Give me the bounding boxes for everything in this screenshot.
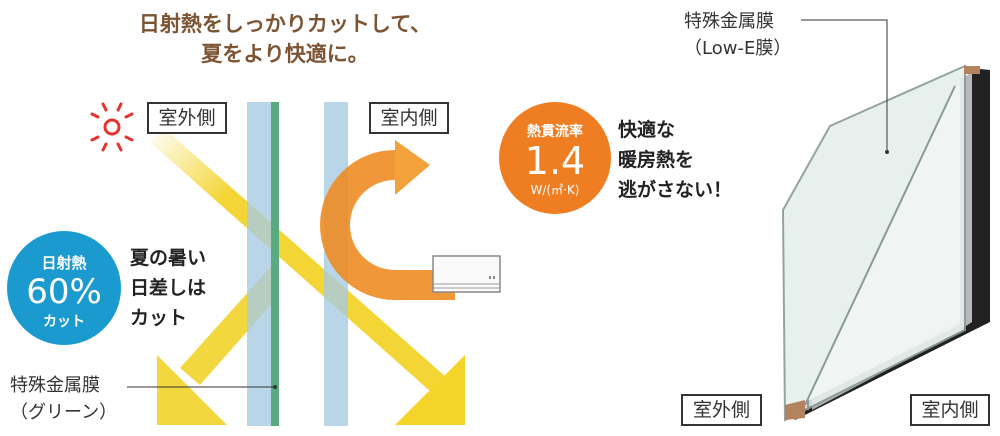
green-film — [271, 102, 279, 426]
caption-line: 快適な — [618, 119, 676, 141]
caption-line: 逃がさない！ — [618, 179, 733, 201]
sun-icon — [90, 102, 134, 152]
outdoor-label-right: 室外側 — [681, 394, 762, 426]
lowe-film-label: 特殊金属膜 （Low-E膜） — [684, 8, 791, 62]
sunlight-arrow — [150, 128, 465, 425]
heating-caption: 快適な 暖房熱を 逃がさない！ — [618, 115, 732, 205]
outdoor-label: 室外側 — [147, 102, 227, 134]
headline-line1: 日射熱をしっかりカットして、 — [138, 12, 432, 36]
label-line: （グリーン） — [10, 402, 118, 423]
badge-value: 1.4 — [524, 139, 586, 183]
indoor-label: 室内側 — [369, 102, 449, 134]
label-line: （Low-E膜） — [684, 38, 792, 59]
double-glazing-illustration — [781, 64, 990, 422]
green-film-label: 特殊金属膜 （グリーン） — [10, 372, 117, 426]
caption-line: 日差しは — [130, 277, 207, 299]
summer-caption: 夏の暑い 日差しは カット — [130, 243, 206, 333]
headline-line2: 夏をより快適に。 — [201, 42, 369, 66]
solar-heat-badge: 日射熱 60% カット — [7, 231, 121, 345]
badge-value: 60% — [26, 272, 102, 312]
indoor-label-right: 室内側 — [910, 394, 990, 426]
caption-line: 暖房熱を — [618, 149, 695, 171]
badge-unit: W/(㎡·K) — [530, 183, 580, 197]
air-conditioner-icon — [432, 255, 501, 293]
badge-bottom: カット — [43, 314, 85, 330]
u-value-badge: 熱貫流率 1.4 W/(㎡·K) — [499, 102, 611, 214]
label-line: 特殊金属膜 — [684, 11, 774, 32]
label-line: 特殊金属膜 — [10, 375, 100, 396]
badge-top: 熱貫流率 — [527, 124, 583, 140]
badge-top: 日射熱 — [41, 254, 87, 272]
heating-arrow — [320, 140, 455, 300]
caption-line: 夏の暑い — [130, 247, 207, 269]
glass-pane-outer — [247, 102, 271, 426]
caption-line: カット — [130, 307, 188, 329]
lowe-leader-line — [801, 19, 888, 152]
